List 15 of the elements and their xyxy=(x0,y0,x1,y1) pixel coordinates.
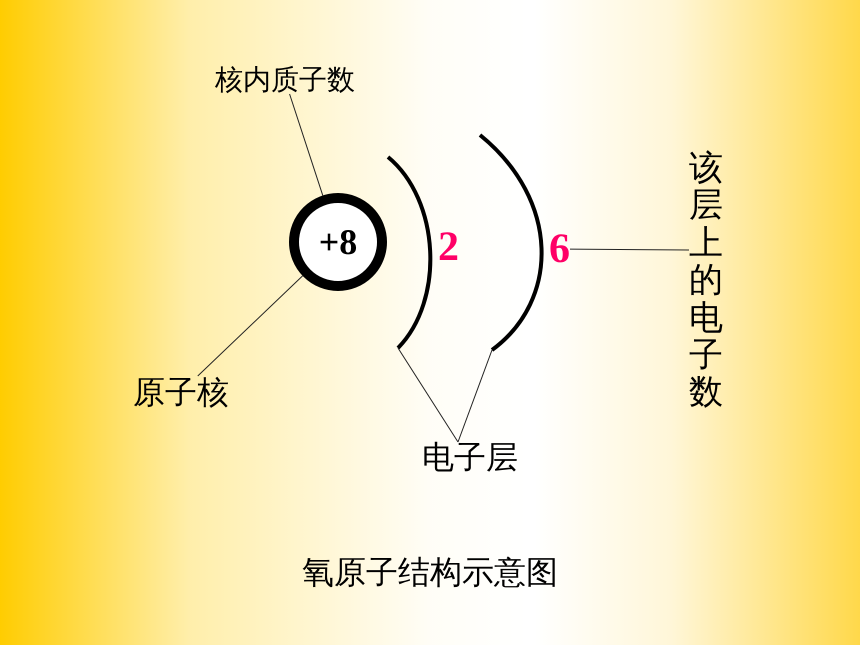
electron-shell-arc xyxy=(386,156,432,350)
callout-label: 该层上的电子数 xyxy=(689,150,723,412)
electron-shell-arc xyxy=(478,134,544,352)
leader-line xyxy=(570,248,690,250)
callout-label: 电子层 xyxy=(422,441,518,473)
nuclear-charge: +8 xyxy=(318,224,358,260)
caption: 氧原子结构示意图 xyxy=(302,556,558,588)
leader-line xyxy=(398,348,458,442)
callout-label: 原子核 xyxy=(133,376,229,408)
electron-count: 6 xyxy=(549,228,570,270)
leader-line xyxy=(197,275,304,376)
callout-label: 核内质子数 xyxy=(215,66,355,94)
electron-count: 2 xyxy=(438,226,459,268)
leader-line xyxy=(458,350,492,442)
leader-line xyxy=(289,94,324,196)
